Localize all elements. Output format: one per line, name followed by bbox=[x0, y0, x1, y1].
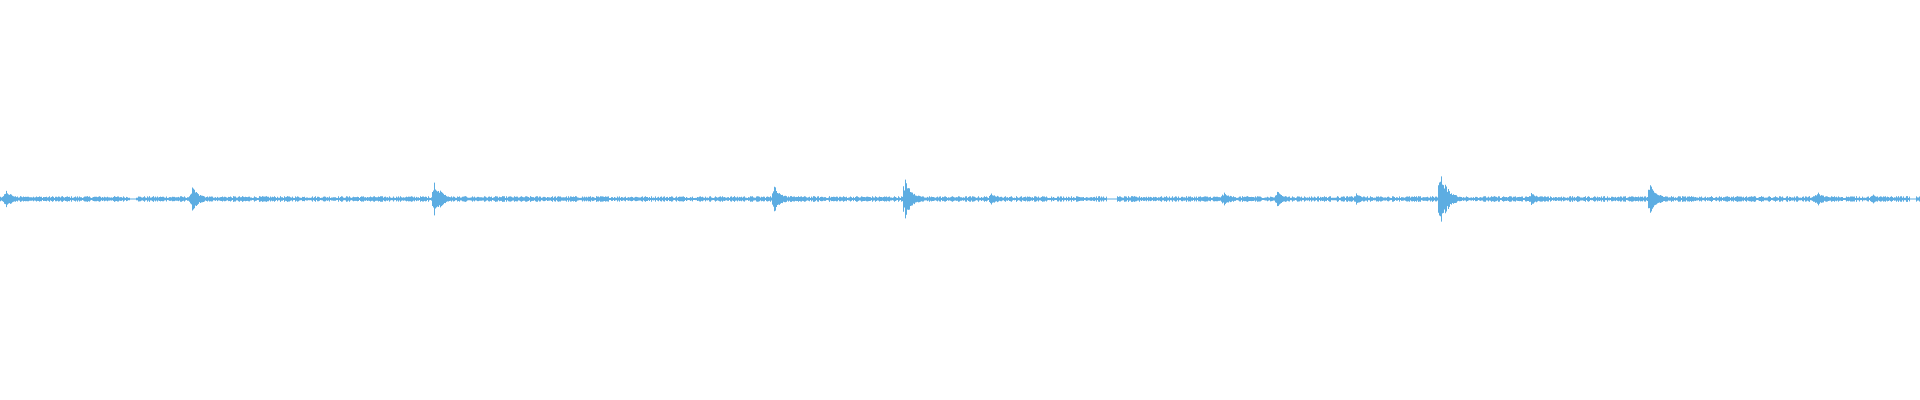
waveform-signal bbox=[0, 176, 1920, 222]
